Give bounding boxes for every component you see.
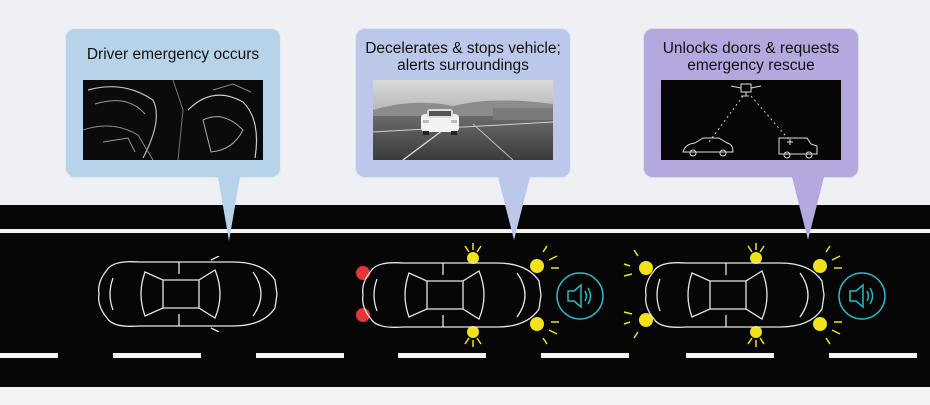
step-1-caption: Driver emergency occurs	[86, 46, 260, 63]
step-2-caption: Decelerates & stops vehicle; alerts surr…	[365, 40, 561, 74]
road	[0, 205, 930, 387]
lane-dash	[113, 353, 201, 358]
step-3-caption: Unlocks doors & requests emergency rescu…	[662, 40, 840, 74]
step-2-tail	[498, 177, 530, 240]
driver-cabin-illustration	[83, 80, 263, 160]
highway-car-photo	[373, 80, 553, 160]
lane-dash	[829, 353, 917, 358]
road-edge-line-top	[0, 229, 930, 233]
step-1-bubble: Driver emergency occurs	[65, 28, 281, 178]
step-1-tail	[218, 177, 240, 241]
lane-dash	[256, 353, 344, 358]
lane-dash	[398, 353, 486, 358]
step-2-bubble: Decelerates & stops vehicle; alerts surr…	[355, 28, 571, 178]
bottom-band	[0, 387, 930, 405]
car-1	[98, 256, 278, 332]
car-3	[623, 243, 842, 347]
bubble-tails	[218, 177, 824, 241]
lane-dash	[0, 353, 58, 358]
speaker-icon	[838, 272, 886, 320]
step-3-tail	[792, 177, 824, 240]
lane-dash	[541, 353, 629, 358]
speaker-icon	[556, 272, 604, 320]
lane-dash	[686, 353, 774, 358]
hazard-lights	[623, 243, 842, 347]
rescue-signal-illustration	[661, 80, 841, 160]
car-2	[356, 243, 559, 347]
hazard-lights	[356, 243, 559, 347]
step-3-bubble: Unlocks doors & requests emergency rescu…	[643, 28, 859, 178]
